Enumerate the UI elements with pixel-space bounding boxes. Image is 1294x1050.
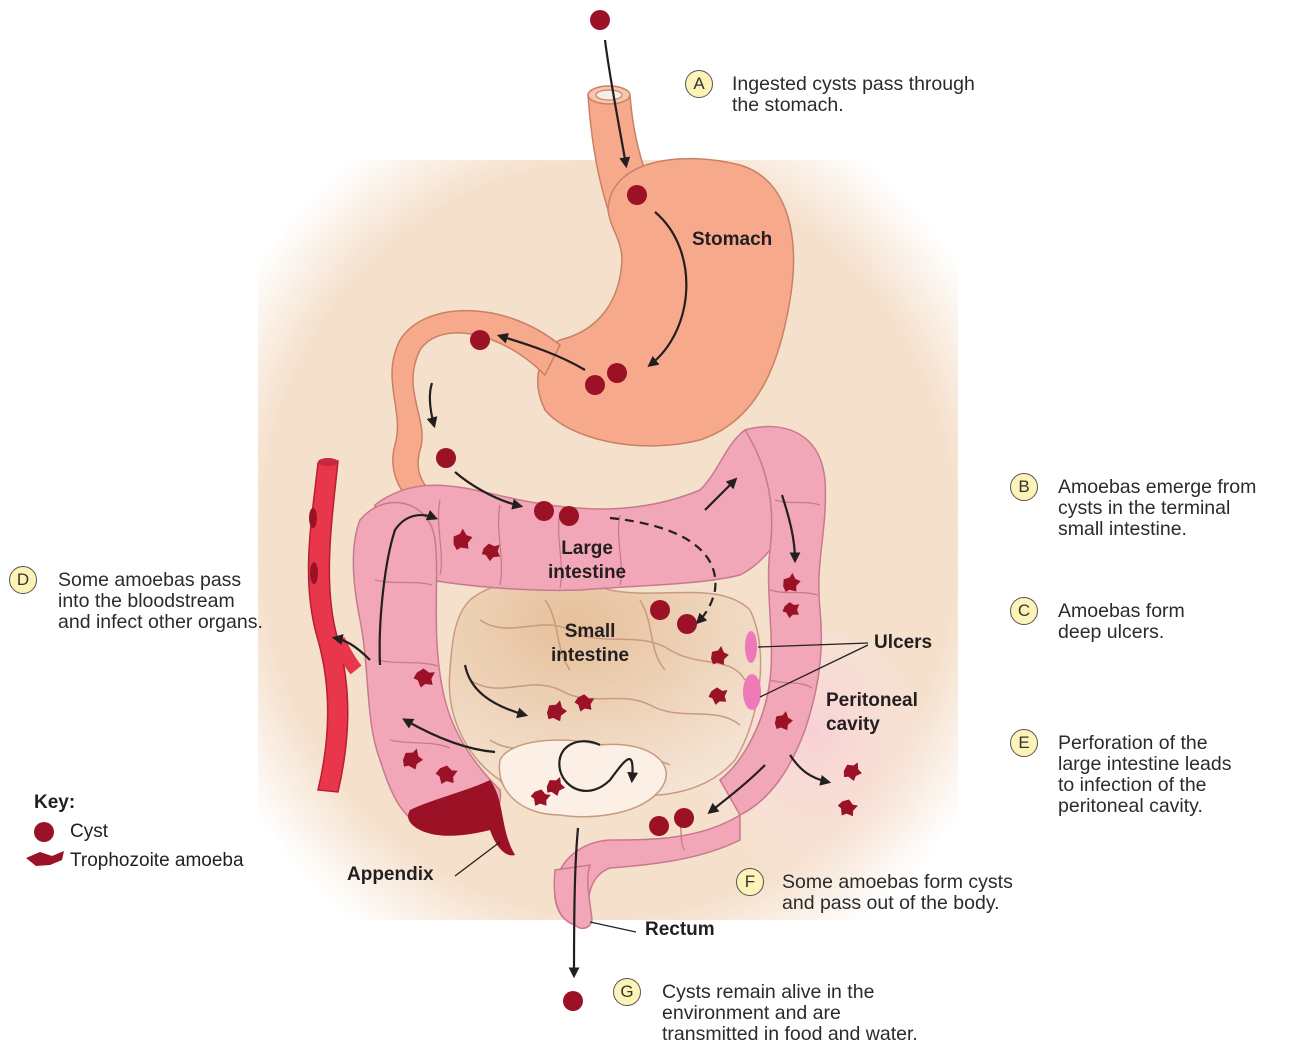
cyst [585, 375, 605, 395]
label-peritoneal-cavity: Peritoneal cavity [826, 689, 918, 737]
step-g-badge: G [613, 978, 641, 1006]
step-b-text: Amoebas emerge from cysts in the termina… [1058, 477, 1256, 540]
step-a-badge: A [685, 70, 713, 98]
step-a-text: Ingested cysts pass through the stomach. [732, 74, 975, 116]
step-e-badge: E [1010, 729, 1038, 757]
label-appendix: Appendix [347, 863, 434, 887]
key-trophozoite-icon [26, 851, 64, 866]
key-cyst-icon [34, 822, 54, 842]
cyst [649, 816, 669, 836]
label-rectum: Rectum [645, 918, 715, 942]
label-small-intestine: Small intestine [551, 620, 629, 668]
label-stomach: Stomach [692, 228, 772, 252]
key-trophozoite-label: Trophozoite amoeba [70, 850, 244, 872]
cyst [674, 808, 694, 828]
step-g-text: Cysts remain alive in the environment an… [662, 982, 918, 1045]
cyst [559, 506, 579, 526]
cyst [607, 363, 627, 383]
key-title: Key: [34, 792, 75, 814]
step-e-text: Perforation of the large intestine leads… [1058, 733, 1231, 817]
key-cyst-label: Cyst [70, 821, 108, 843]
cyst [470, 330, 490, 350]
ulcer [743, 674, 761, 710]
step-d-text: Some amoebas pass into the bloodstream a… [58, 570, 263, 633]
cyst [563, 991, 583, 1011]
step-c-text: Amoebas form deep ulcers. [1058, 601, 1185, 643]
cyst [436, 448, 456, 468]
label-large-intestine: Large intestine [548, 537, 626, 585]
cyst [627, 185, 647, 205]
ulcer [745, 631, 757, 663]
label-ulcers: Ulcers [874, 631, 932, 655]
cyst [590, 10, 610, 30]
step-d-badge: D [9, 566, 37, 594]
step-f-text: Some amoebas form cysts and pass out of … [782, 872, 1013, 914]
blood-cyst [309, 508, 317, 528]
step-f-badge: F [736, 868, 764, 896]
cyst [650, 600, 670, 620]
blood-cyst [310, 562, 318, 584]
step-b-badge: B [1010, 473, 1038, 501]
step-c-badge: C [1010, 597, 1038, 625]
terminal-ileum [499, 740, 666, 817]
cyst [677, 614, 697, 634]
cyst [534, 501, 554, 521]
